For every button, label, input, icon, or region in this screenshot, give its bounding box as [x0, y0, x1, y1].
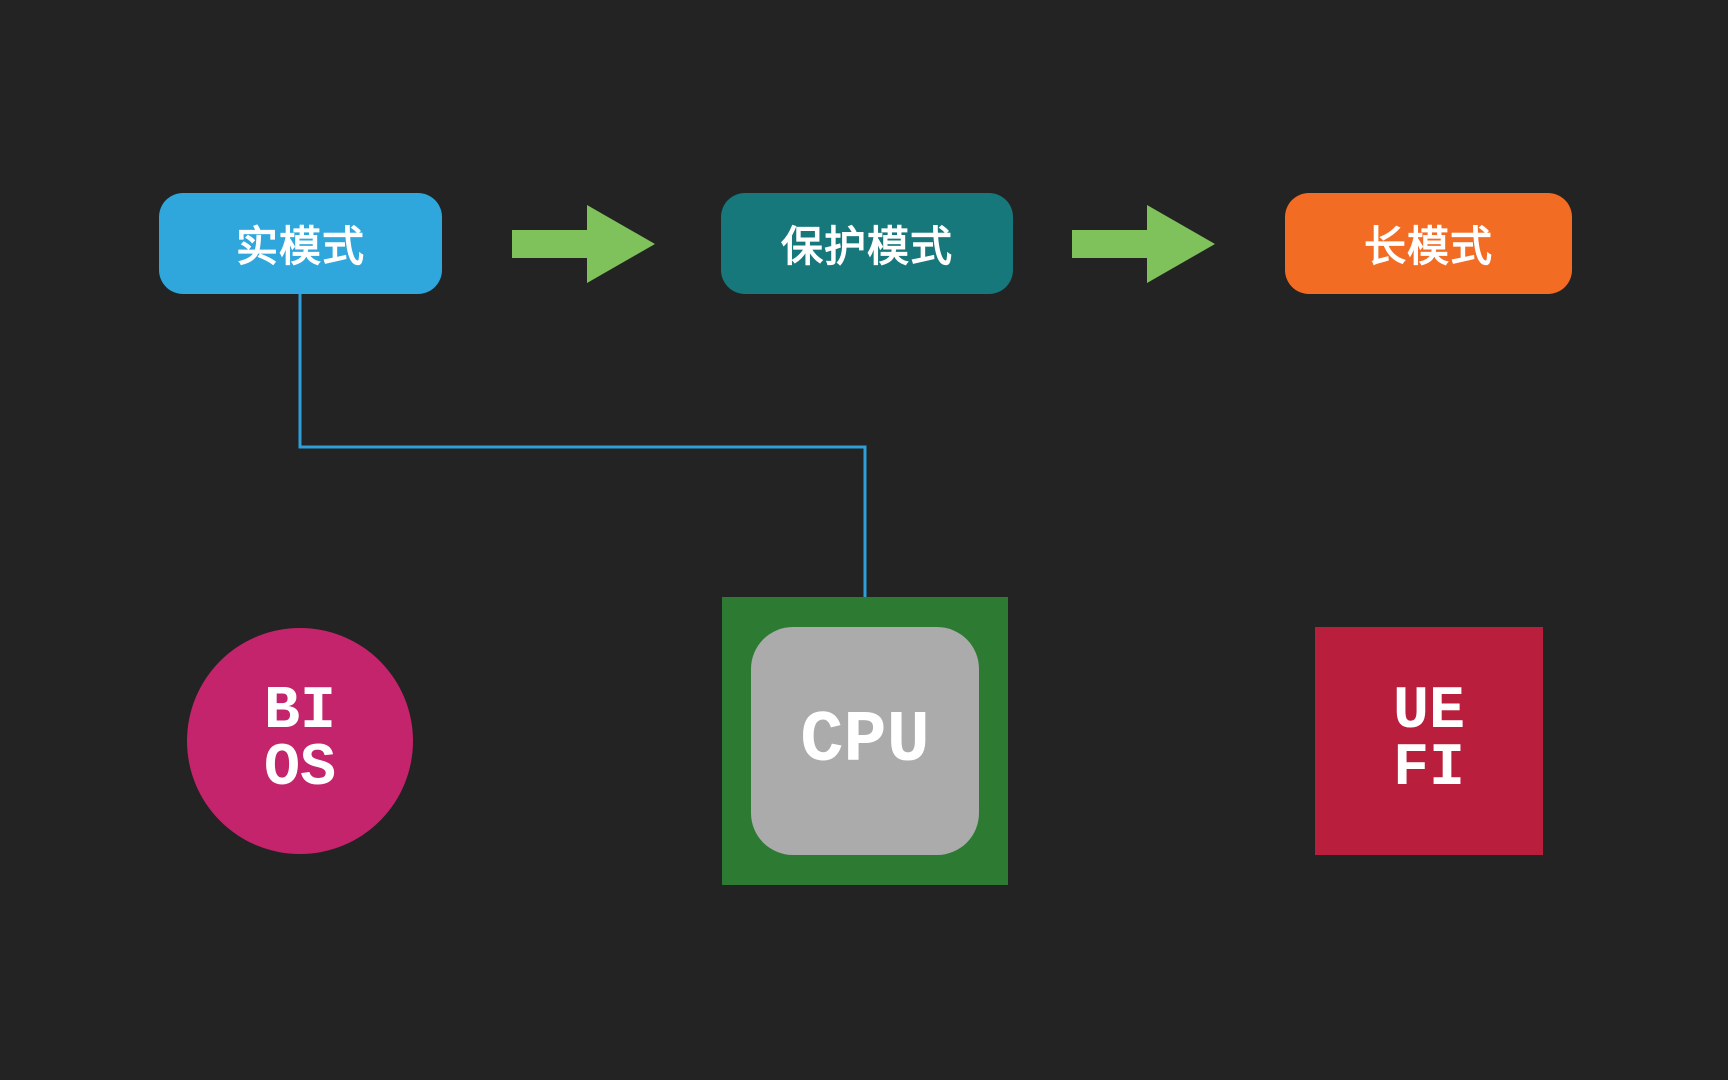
arrow-right-shape: [1072, 205, 1215, 283]
node-long-mode: 长模式: [1285, 193, 1572, 294]
uefi-label-line1: UE: [1392, 678, 1465, 746]
bios-label-line2: OS: [263, 735, 336, 803]
node-protected-mode-label: 保护模式: [780, 222, 953, 271]
bios-circle: BI OS: [187, 628, 413, 854]
uefi-label-line2: FI: [1392, 735, 1465, 803]
cpu-label: CPU: [800, 699, 930, 782]
node-real-mode: 实模式: [159, 193, 442, 294]
bios-label-line1: BI: [263, 678, 336, 746]
arrow-right-shape: [512, 205, 655, 283]
connector-polyline: [298, 292, 867, 600]
arrow-right-icon: [1072, 205, 1215, 283]
uefi-square: UE FI: [1315, 627, 1543, 855]
cpu-chip-die: CPU: [751, 627, 979, 855]
bios-label: BI OS: [263, 678, 336, 803]
node-long-mode-label: 长模式: [1363, 222, 1493, 271]
node-protected-mode: 保护模式: [721, 193, 1013, 294]
node-real-mode-label: 实模式: [235, 222, 365, 271]
uefi-label: UE FI: [1392, 678, 1465, 803]
cpu-chip-board: CPU: [722, 597, 1008, 885]
arrow-right-icon: [512, 205, 655, 283]
